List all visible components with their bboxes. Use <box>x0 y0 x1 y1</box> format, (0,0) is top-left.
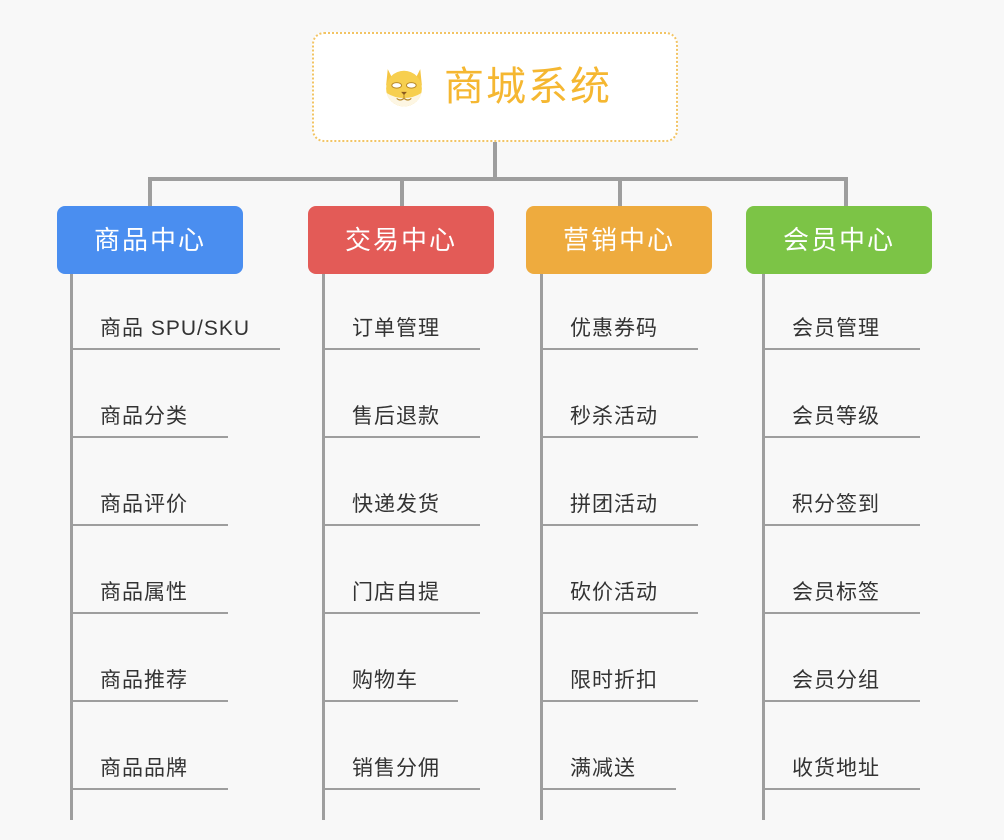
leaf-label: 会员分组 <box>792 669 880 692</box>
category-label-4: 会员中心 <box>782 225 895 255</box>
leaf-item[interactable]: 会员分组 <box>762 614 920 702</box>
leaf-item[interactable]: 会员标签 <box>762 526 920 614</box>
leaf-label: 商品属性 <box>100 581 188 604</box>
connector-horizontal-bus <box>148 177 848 181</box>
leaf-item[interactable]: 商品属性 <box>70 526 228 614</box>
leaf-item[interactable]: 门店自提 <box>322 526 480 614</box>
leaf-label: 门店自提 <box>352 581 440 604</box>
leaf-rule <box>762 788 920 790</box>
leaf-rule <box>70 612 228 614</box>
leaf-label: 商品评价 <box>100 493 188 516</box>
leaf-rule <box>322 700 458 702</box>
leaf-label: 限时折扣 <box>570 669 658 692</box>
leaf-item[interactable]: 商品评价 <box>70 438 228 526</box>
leaf-item[interactable]: 商品 SPU/SKU <box>70 262 280 350</box>
leaf-label: 砍价活动 <box>570 581 658 604</box>
category-box-2[interactable]: 交易中心 <box>308 206 494 274</box>
leaf-item[interactable]: 售后退款 <box>322 350 480 438</box>
connector-drop-3 <box>618 177 622 207</box>
leaf-rule <box>70 348 280 350</box>
leaf-rule <box>70 436 228 438</box>
connector-drop-4 <box>844 177 848 207</box>
leaf-label: 商品品牌 <box>100 757 188 780</box>
leaf-item[interactable]: 购物车 <box>322 614 458 702</box>
dog-face-icon <box>386 69 422 107</box>
leaf-item[interactable]: 会员等级 <box>762 350 920 438</box>
leaf-rule <box>540 436 698 438</box>
leaf-rule <box>540 700 698 702</box>
spine-column-1 <box>70 274 73 820</box>
leaf-item[interactable]: 收货地址 <box>762 702 920 790</box>
leaf-label: 秒杀活动 <box>570 405 658 428</box>
leaf-item[interactable]: 拼团活动 <box>540 438 698 526</box>
leaf-rule <box>322 348 480 350</box>
leaf-label: 拼团活动 <box>570 493 658 516</box>
connector-drop-2 <box>400 177 404 207</box>
leaf-rule <box>762 524 920 526</box>
leaf-label: 商品 SPU/SKU <box>100 317 251 340</box>
leaf-label: 会员等级 <box>792 405 880 428</box>
leaf-rule <box>540 524 698 526</box>
leaf-item[interactable]: 订单管理 <box>322 262 480 350</box>
root-node-title: 商城系统 <box>444 65 612 109</box>
connector-drop-1 <box>148 177 152 207</box>
leaf-item[interactable]: 优惠券码 <box>540 262 698 350</box>
leaf-label: 优惠券码 <box>570 317 658 340</box>
leaf-label: 销售分佣 <box>352 757 440 780</box>
connector-root-stem <box>493 142 497 179</box>
leaf-rule <box>322 436 480 438</box>
root-node-shopping-mall-system[interactable]: 商城系统 <box>312 32 678 142</box>
leaf-label: 收货地址 <box>792 757 880 780</box>
leaf-rule <box>762 436 920 438</box>
leaf-item[interactable]: 销售分佣 <box>322 702 480 790</box>
leaf-item[interactable]: 商品分类 <box>70 350 228 438</box>
leaf-rule <box>70 700 228 702</box>
leaf-rule <box>322 612 480 614</box>
leaf-label: 订单管理 <box>352 317 440 340</box>
leaf-item[interactable]: 会员管理 <box>762 262 920 350</box>
leaf-rule <box>762 700 920 702</box>
category-box-1[interactable]: 商品中心 <box>57 206 243 274</box>
leaf-label: 售后退款 <box>352 405 440 428</box>
leaf-item[interactable]: 砍价活动 <box>540 526 698 614</box>
leaf-rule <box>540 348 698 350</box>
leaf-label: 商品推荐 <box>100 669 188 692</box>
category-label-3: 营销中心 <box>562 225 675 255</box>
leaf-rule <box>322 524 480 526</box>
leaf-item[interactable]: 积分签到 <box>762 438 920 526</box>
spine-column-4 <box>762 274 765 820</box>
spine-column-3 <box>540 274 543 820</box>
category-box-4[interactable]: 会员中心 <box>746 206 932 274</box>
leaf-rule <box>70 524 228 526</box>
leaf-rule <box>540 788 676 790</box>
leaf-item[interactable]: 满减送 <box>540 702 676 790</box>
leaf-item[interactable]: 快递发货 <box>322 438 480 526</box>
leaf-rule <box>70 788 228 790</box>
leaf-item[interactable]: 商品推荐 <box>70 614 228 702</box>
leaf-label: 会员管理 <box>792 317 880 340</box>
category-label-1: 商品中心 <box>93 225 206 255</box>
leaf-label: 积分签到 <box>792 493 880 516</box>
leaf-label: 会员标签 <box>792 581 880 604</box>
leaf-label: 购物车 <box>352 669 418 692</box>
leaf-rule <box>762 348 920 350</box>
leaf-rule <box>322 788 480 790</box>
leaf-label: 商品分类 <box>100 405 188 428</box>
category-label-2: 交易中心 <box>344 225 457 255</box>
leaf-rule <box>762 612 920 614</box>
leaf-rule <box>540 612 698 614</box>
leaf-label: 满减送 <box>570 757 636 780</box>
leaf-item[interactable]: 限时折扣 <box>540 614 698 702</box>
spine-column-2 <box>322 274 325 820</box>
leaf-item[interactable]: 秒杀活动 <box>540 350 698 438</box>
leaf-item[interactable]: 商品品牌 <box>70 702 228 790</box>
leaf-label: 快递发货 <box>352 493 440 516</box>
category-box-3[interactable]: 营销中心 <box>526 206 712 274</box>
